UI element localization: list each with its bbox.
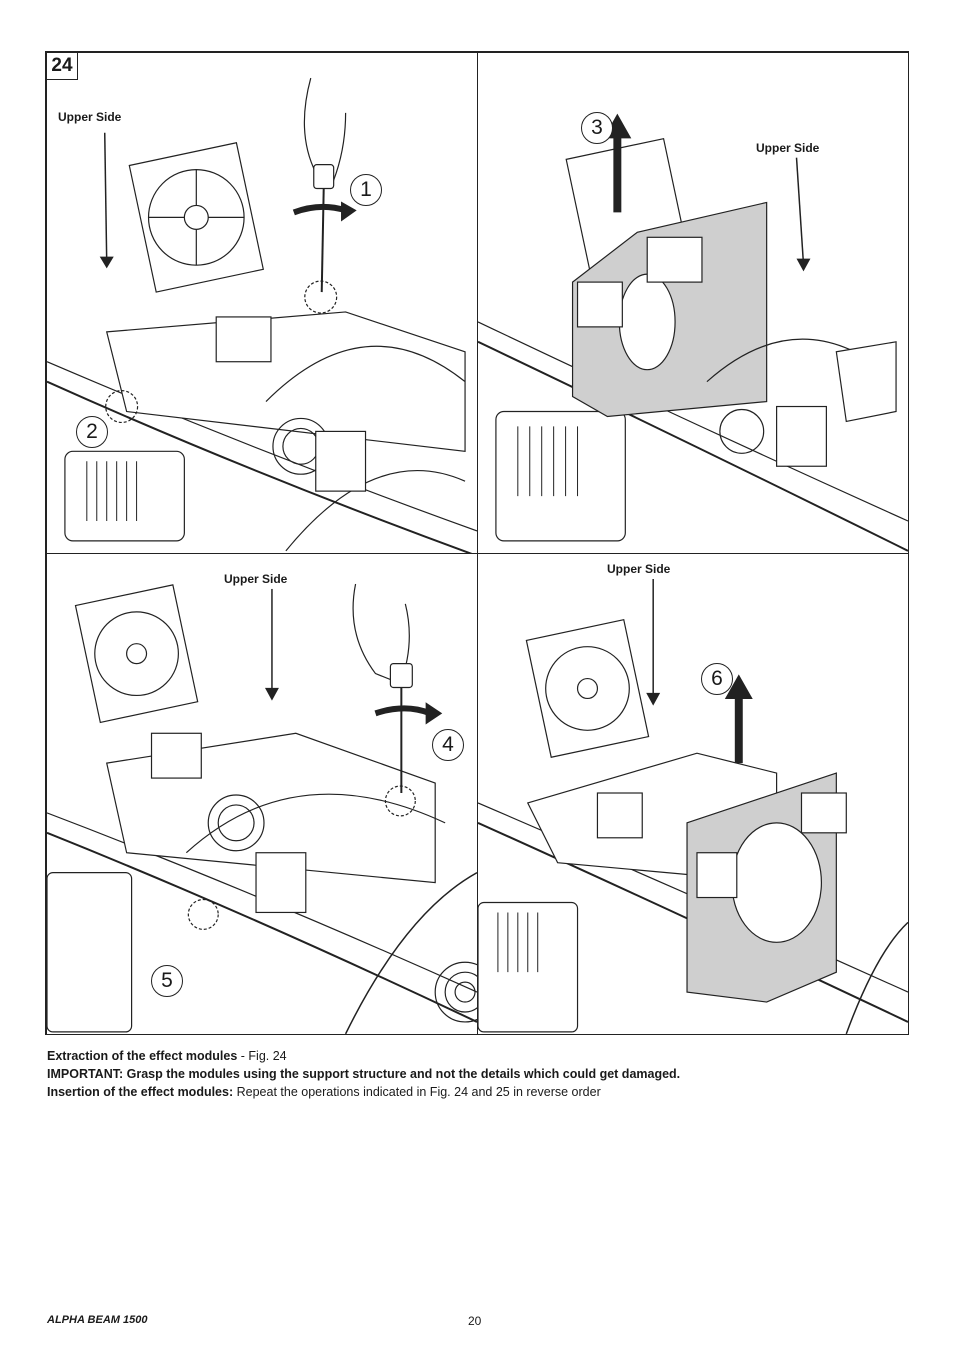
- caption-heading: Extraction of the effect modules: [47, 1049, 238, 1063]
- panel-step-4-5: Upper Side 4 5: [46, 553, 478, 1035]
- figure-24: 24 Upper Side 1 2: [45, 51, 909, 1035]
- footer-product-title: ALPHA BEAM 1500: [47, 1314, 148, 1326]
- step-number-badge: 4: [432, 729, 464, 761]
- insertion-text: Repeat the operations indicated in Fig. …: [233, 1085, 601, 1099]
- step-number-badge: 5: [151, 965, 183, 997]
- figure-number: 24: [47, 53, 78, 80]
- page-number: 20: [468, 1314, 482, 1328]
- upper-side-label: Upper Side: [58, 110, 122, 124]
- effect-module-illustration: [47, 77, 477, 553]
- panel-step-3: Upper Side 3: [477, 52, 909, 554]
- panel-step-6: Upper Side 6: [477, 553, 909, 1035]
- step-number-badge: 3: [581, 112, 613, 144]
- effect-module-illustration: [478, 113, 908, 552]
- upper-side-label: Upper Side: [607, 562, 671, 576]
- panel-step-1-2: 24 Upper Side 1 2: [46, 52, 478, 554]
- important-note: IMPORTANT: Grasp the modules using the s…: [47, 1067, 681, 1081]
- insertion-heading: Insertion of the effect modules:: [47, 1085, 234, 1099]
- upper-side-label: Upper Side: [224, 572, 288, 586]
- upper-side-label: Upper Side: [756, 141, 820, 155]
- figure-caption: Extraction of the effect modules - Fig. …: [47, 1047, 907, 1101]
- step-number-badge: 1: [350, 174, 382, 206]
- step-number-badge: 6: [701, 663, 733, 695]
- step-number-badge: 2: [76, 416, 108, 448]
- caption-figure-ref: - Fig. 24: [237, 1049, 287, 1063]
- effect-module-illustration: [478, 579, 908, 1034]
- effect-module-illustration: [47, 583, 477, 1034]
